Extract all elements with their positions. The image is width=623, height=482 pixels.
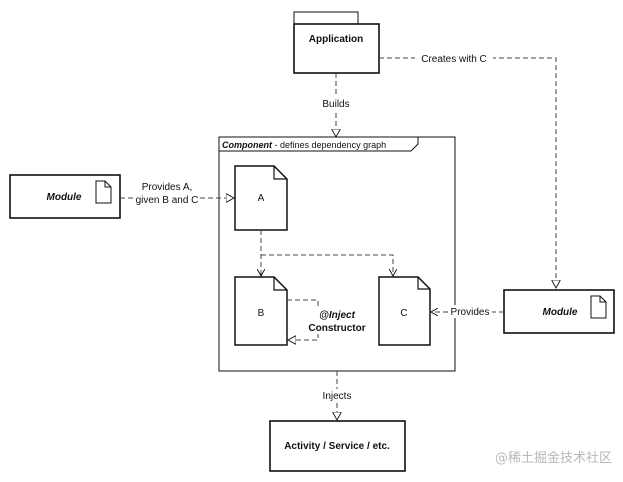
component-description: - defines dependency graph xyxy=(272,140,386,150)
creates-with-c-label: Creates with C xyxy=(421,54,487,65)
provides-a-label-2: given B and C xyxy=(136,195,199,206)
injects-label: Injects xyxy=(323,391,352,402)
application-box: Application xyxy=(293,11,380,74)
component-name: Component xyxy=(222,140,273,150)
module-left-box: Module xyxy=(9,174,121,219)
watermark: @稀土掘金技术社区 xyxy=(495,450,612,466)
provides-label: Provides xyxy=(451,307,490,318)
class-b-label: B xyxy=(258,308,265,319)
class-a-label: A xyxy=(258,193,265,204)
activity-service-label: Activity / Service / etc. xyxy=(284,441,390,452)
class-b-node: B xyxy=(234,276,288,346)
builds-label: Builds xyxy=(322,99,349,110)
module-left-label: Module xyxy=(47,192,82,203)
class-c-label: C xyxy=(400,308,407,319)
document-icon xyxy=(590,295,607,319)
module-right-label: Module xyxy=(543,307,578,318)
creates-with-c-edge xyxy=(379,57,556,288)
application-label: Application xyxy=(309,34,363,45)
module-right-box: Module xyxy=(503,289,615,334)
inject-label-1: @Inject xyxy=(319,310,356,321)
class-c-node: C xyxy=(378,276,431,346)
inject-label-2: Constructor xyxy=(308,323,365,334)
document-icon xyxy=(95,180,112,204)
provides-a-label-1: Provides A, xyxy=(142,182,193,193)
activity-service-box: Activity / Service / etc. xyxy=(269,420,406,472)
class-a-node: A xyxy=(234,165,288,231)
component-title: Component - defines dependency graph xyxy=(222,140,386,150)
a-to-c-edge xyxy=(261,254,393,276)
